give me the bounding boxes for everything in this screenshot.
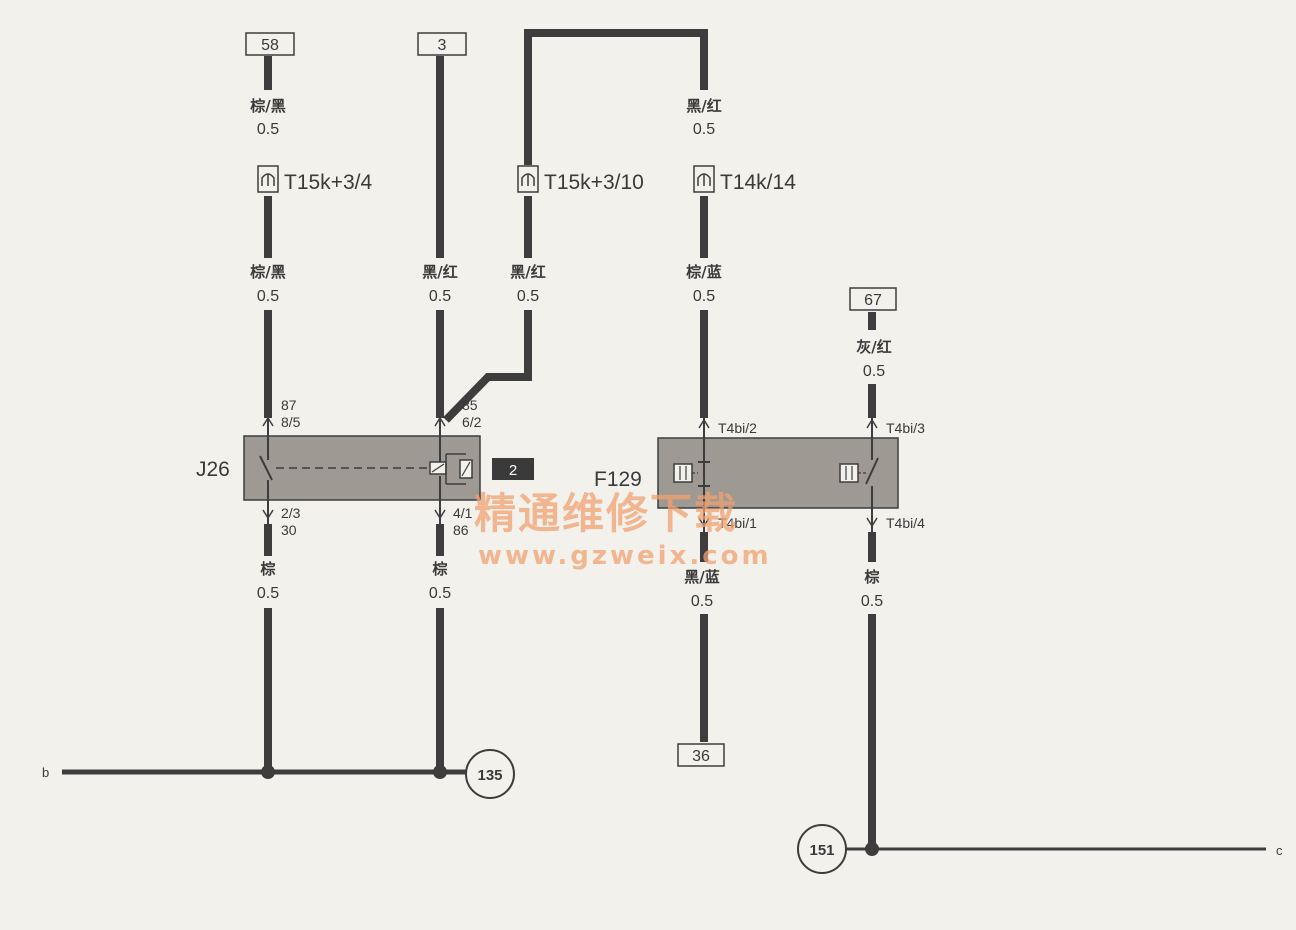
wire-color-label: 棕 bbox=[432, 560, 447, 578]
watermark: 精通维修下载 www.gzweix.com bbox=[474, 489, 772, 571]
pin-label: 30 bbox=[281, 522, 297, 538]
reference-67-text: 67 bbox=[864, 292, 882, 309]
reference-58-text: 58 bbox=[261, 37, 279, 54]
badge-text: 2 bbox=[509, 462, 517, 479]
pin-label: T4bi/3 bbox=[886, 420, 925, 436]
pin-label: T4bi/4 bbox=[886, 515, 925, 531]
connector-T15k-3-4: T15k+3/4 bbox=[257, 165, 372, 194]
circle-ref-text: 135 bbox=[477, 767, 502, 784]
watermark-text: 精通维修下载 bbox=[474, 489, 738, 538]
pin-label: 85 bbox=[462, 397, 478, 413]
pin-label: T4bi/2 bbox=[718, 420, 757, 436]
wire-size-label: 0.5 bbox=[257, 288, 279, 305]
bus-lines bbox=[62, 769, 1266, 851]
wire-size-label: 0.5 bbox=[693, 121, 715, 138]
sensor-icon bbox=[673, 463, 693, 483]
badge-2: 2 bbox=[492, 458, 534, 480]
pin-label: 6/2 bbox=[462, 414, 482, 430]
relay-J26: J26 87 8/5 85 6/2 2/3 30 4/1 86 bbox=[196, 397, 482, 538]
pin-label: 86 bbox=[453, 522, 469, 538]
connector-label: T14k/14 bbox=[720, 171, 796, 194]
wire-color-label: 棕/蓝 bbox=[686, 263, 721, 281]
wire-size-label: 0.5 bbox=[693, 288, 715, 305]
bus-end-label-c: c bbox=[1276, 843, 1283, 858]
reference-box-67: 67 bbox=[849, 287, 897, 311]
circle-ref-text: 151 bbox=[809, 842, 834, 859]
wire-color-label: 棕 bbox=[864, 568, 879, 586]
wire-color-label: 黑/红 bbox=[422, 263, 457, 281]
switch-contact-icon bbox=[865, 457, 879, 485]
pin-label: 8/5 bbox=[281, 414, 301, 430]
reference-box-36: 36 bbox=[677, 743, 725, 767]
reference-36-text: 36 bbox=[692, 748, 710, 765]
junction-dot bbox=[865, 842, 879, 856]
circle-ref-151: 151 bbox=[797, 824, 847, 874]
wire-loop-top bbox=[524, 29, 708, 165]
reference-box-3: 3 bbox=[417, 32, 467, 56]
wire-size-label: 0.5 bbox=[429, 288, 451, 305]
pin-label: 2/3 bbox=[281, 505, 301, 521]
junction-dot bbox=[261, 765, 275, 779]
wire-color-label: 灰/红 bbox=[856, 338, 891, 356]
junction-dots bbox=[261, 765, 879, 856]
connector-label: T15k+3/10 bbox=[544, 171, 644, 194]
wire-color-label: 黑/蓝 bbox=[684, 568, 719, 586]
wire-color-label: 黑/红 bbox=[510, 263, 545, 281]
reference-box-58: 58 bbox=[245, 32, 295, 56]
switch-F129: F129 T4bi/2 T4bi/3 T4bi/1 T4bi/4 bbox=[594, 418, 925, 532]
switch-label: F129 bbox=[594, 468, 642, 491]
connector-T15k-3-10: T15k+3/10 bbox=[517, 165, 644, 194]
wire-color-label: 棕/黑 bbox=[250, 97, 285, 115]
relay-label: J26 bbox=[196, 458, 230, 481]
wire-color-label: 黑/红 bbox=[686, 97, 721, 115]
wire-color-label: 棕 bbox=[260, 560, 275, 578]
pin-label: T4bi/1 bbox=[718, 515, 757, 531]
wire-color-label: 棕/黑 bbox=[250, 263, 285, 281]
connector-T14k-14: T14k/14 bbox=[693, 165, 796, 194]
watermark-url: www.gzweix.com bbox=[478, 541, 772, 571]
pin-label: 4/1 bbox=[453, 505, 473, 521]
sensor-icon bbox=[839, 463, 859, 483]
wire-size-label: 0.5 bbox=[691, 593, 713, 610]
wire-size-label: 0.5 bbox=[863, 363, 885, 380]
wire-size-label: 0.5 bbox=[517, 288, 539, 305]
circle-ref-135: 135 bbox=[465, 749, 515, 799]
wires bbox=[264, 29, 876, 848]
wire-size-label: 0.5 bbox=[257, 585, 279, 602]
wire-diag-85 bbox=[443, 310, 532, 423]
junction-dot bbox=[433, 765, 447, 779]
connector-label: T15k+3/4 bbox=[284, 171, 372, 194]
wire-size-label: 0.5 bbox=[429, 585, 451, 602]
wire-labels: 棕/黑 0.5 棕/黑 0.5 黑/红 0.5 黑/红 0.5 黑/红 0.5 … bbox=[250, 97, 891, 610]
wire-size-label: 0.5 bbox=[861, 593, 883, 610]
switch-contact-icon bbox=[259, 455, 273, 481]
pin-label: 87 bbox=[281, 397, 297, 413]
wire-size-label: 0.5 bbox=[257, 121, 279, 138]
bus-end-label-b: b bbox=[42, 765, 49, 780]
reference-3-text: 3 bbox=[438, 37, 447, 54]
